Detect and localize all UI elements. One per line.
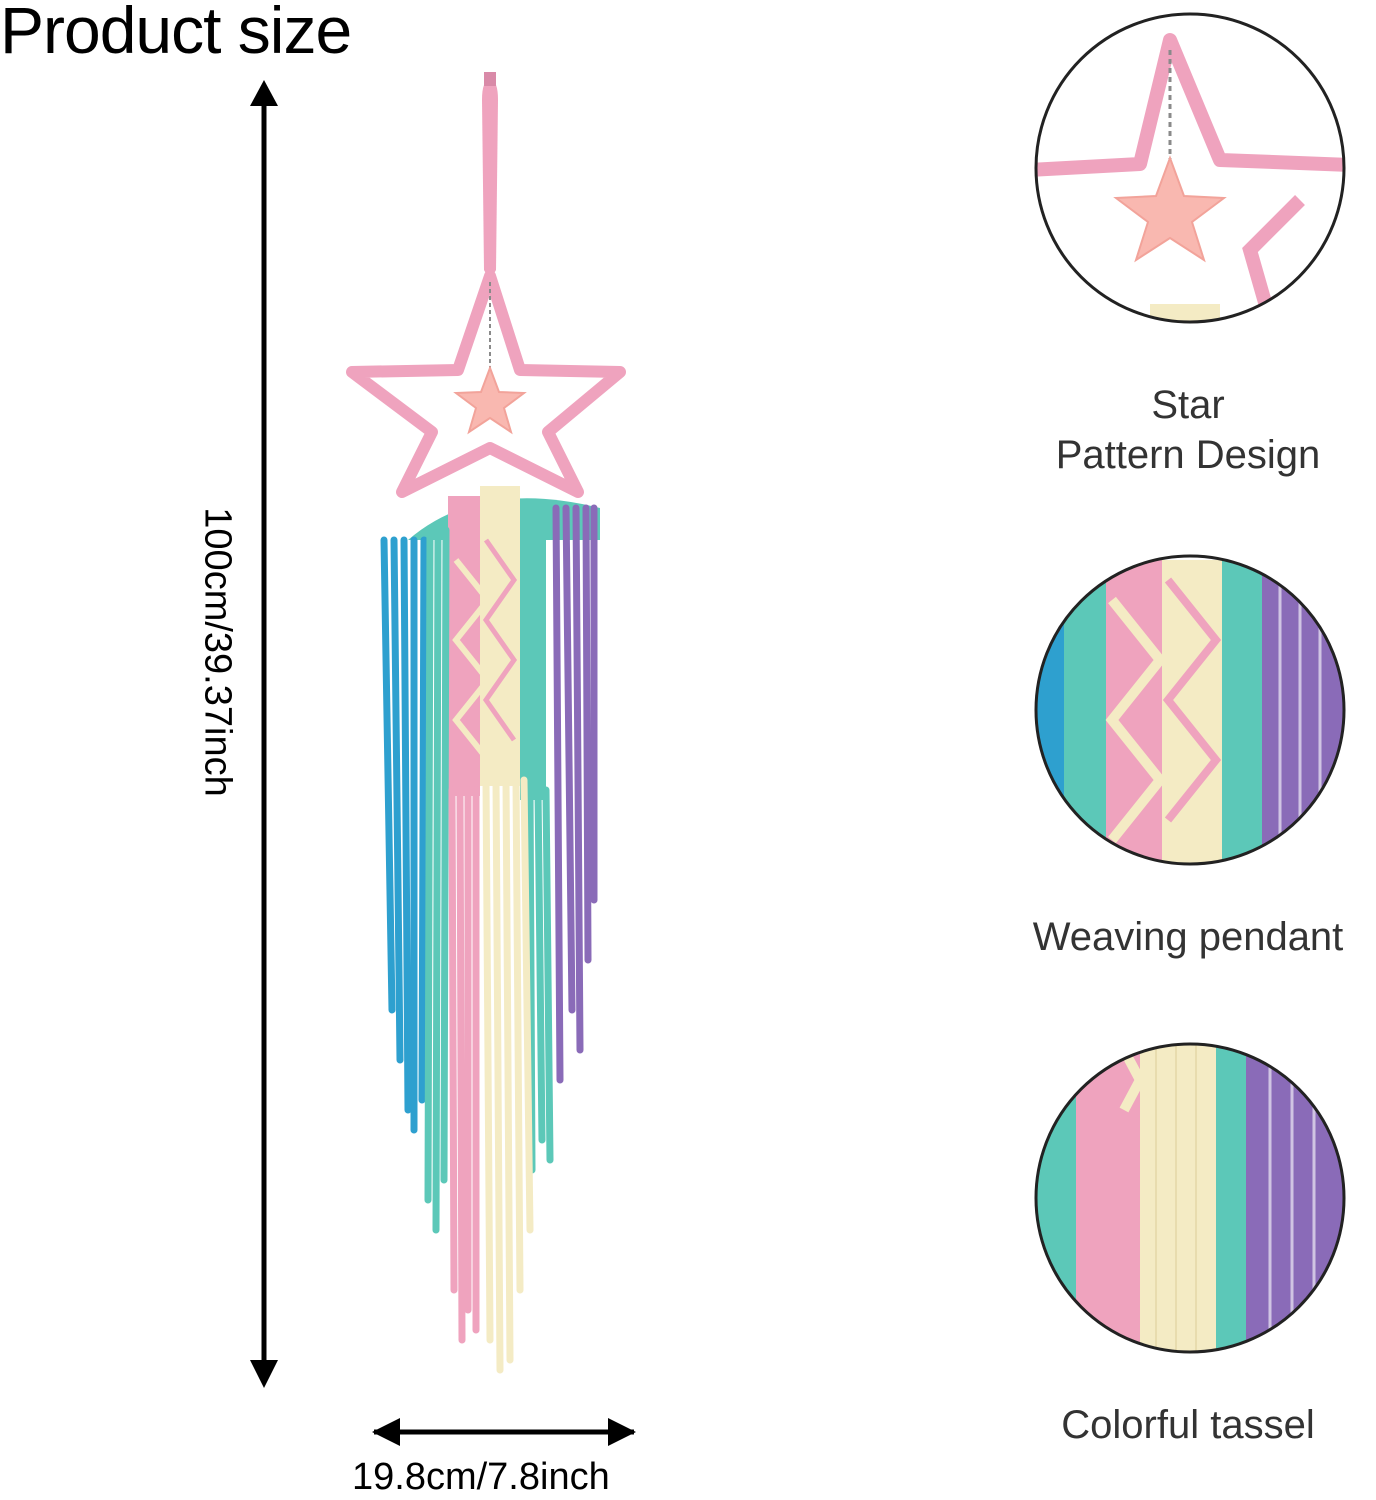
feature-caption-star-line2: Pattern Design [1055, 433, 1321, 477]
weaving-detail-circle [1034, 554, 1346, 866]
feature-caption-star: Star Pattern Design [1000, 380, 1376, 480]
tassels [380, 504, 598, 1374]
page-title: Product size [0, 0, 352, 67]
feature-caption-weaving: Weaving pendant [1032, 915, 1344, 959]
width-arrow [372, 1418, 636, 1446]
tassel-detail-circle [1034, 1042, 1346, 1354]
hanging-loop [482, 72, 498, 276]
feature-caption-tassel: Colorful tassel [1061, 1403, 1315, 1447]
height-dimension-label: 100cm/39.37inch [196, 507, 239, 797]
star-detail-circle [1034, 12, 1346, 324]
weaving-section [408, 486, 600, 800]
feature-caption-star-line1: Star [1151, 383, 1225, 427]
star-frame [346, 270, 626, 498]
width-dimension-label: 19.8cm/7.8inch [352, 1456, 610, 1498]
height-arrow [250, 80, 278, 1388]
